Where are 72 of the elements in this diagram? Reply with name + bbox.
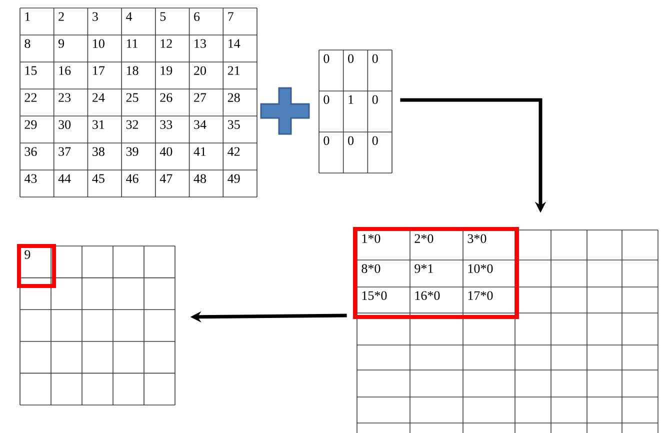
cell-text: 18 — [126, 66, 138, 75]
cell-text: 26 — [160, 93, 172, 102]
cell-text: 2*0 — [414, 234, 434, 243]
cell-text: 39 — [126, 147, 138, 156]
cell-text: 47 — [160, 174, 172, 183]
cell-text: 11 — [126, 39, 138, 48]
cell-text: 45 — [92, 174, 104, 183]
cell-text: 0 — [324, 95, 330, 104]
cell-text: 6 — [194, 12, 200, 21]
cell-text: 0 — [372, 54, 378, 63]
grid — [356, 230, 658, 433]
cell-text: 37 — [58, 147, 71, 156]
cell-text: 44 — [58, 174, 71, 183]
cell-text: 1 — [348, 95, 354, 104]
cell-text: 0 — [348, 136, 354, 145]
cell-text: 0 — [348, 54, 354, 63]
cell-text: 9*1 — [414, 264, 433, 273]
cell-text: 0 — [324, 54, 330, 63]
cell-text: 31 — [92, 120, 104, 129]
cell-text: 1 — [25, 12, 30, 21]
cell-text: 29 — [24, 120, 37, 129]
cell-text: 41 — [194, 147, 206, 156]
cell-text: 8 — [24, 39, 30, 48]
cell-text: 8*0 — [362, 264, 380, 273]
cell-text: 42 — [228, 147, 240, 156]
cell-text: 23 — [58, 93, 71, 102]
cell-text: 10*0 — [468, 264, 493, 273]
grid — [20, 8, 258, 198]
cell-text: 24 — [92, 93, 105, 102]
cell-text: 32 — [126, 120, 138, 129]
cell-text: 15 — [25, 66, 37, 75]
cell-text: 1*0 — [362, 234, 380, 243]
cell-text: 12 — [160, 39, 172, 48]
cell-text: 49 — [228, 174, 240, 183]
cell-text: 5 — [160, 12, 166, 21]
cell-text: 35 — [228, 120, 240, 129]
cell-text: 22 — [24, 93, 36, 102]
cell-text: 17 — [93, 66, 105, 75]
cell-text: 9 — [24, 250, 30, 259]
cell-text: 48 — [194, 174, 206, 183]
grid — [20, 246, 176, 406]
cell-text: 20 — [194, 66, 206, 75]
cell-text: 46 — [126, 174, 138, 183]
cell-text: 38 — [92, 147, 104, 156]
cell-text: 36 — [24, 147, 37, 156]
cell-text: 16*0 — [415, 291, 440, 300]
cell-text: 15*0 — [362, 291, 387, 300]
cell-text: 27 — [194, 93, 206, 102]
cell-text: 0 — [372, 136, 378, 145]
cell-text: 3*0 — [468, 234, 486, 243]
cell-text: 7 — [228, 12, 234, 21]
cell-text: 0 — [372, 95, 378, 104]
cell-text: 28 — [228, 93, 240, 102]
cell-text: 33 — [160, 120, 172, 129]
cell-text: 3 — [92, 12, 98, 21]
cell-text: 0 — [324, 136, 330, 145]
cell-text: 21 — [228, 66, 240, 75]
grid — [318, 50, 392, 174]
cell-text: 17*0 — [468, 291, 493, 300]
cell-text: 43 — [24, 174, 37, 183]
cell-text: 16 — [59, 66, 71, 75]
cell-text: 2 — [58, 12, 64, 21]
cell-text: 14 — [228, 39, 240, 48]
cell-text: 10 — [93, 39, 104, 48]
cell-text: 4 — [126, 12, 132, 21]
cell-text: 34 — [194, 120, 206, 129]
cell-text: 25 — [126, 93, 138, 102]
cell-text: 30 — [58, 120, 71, 129]
cell-text: 9 — [58, 39, 64, 48]
cell-text: 40 — [160, 147, 172, 156]
cell-text: 19 — [160, 66, 172, 75]
cell-text: 13 — [194, 39, 206, 48]
